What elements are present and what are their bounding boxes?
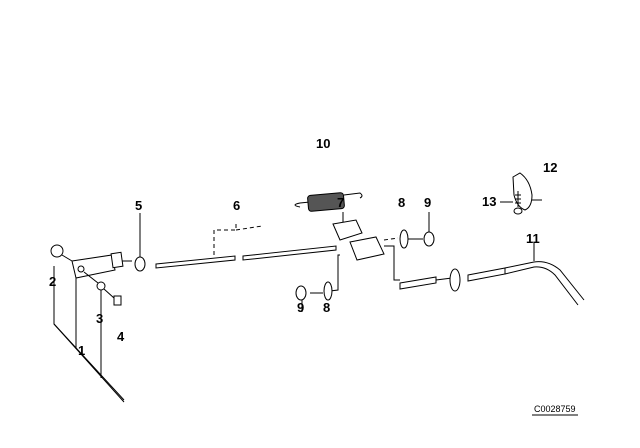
drawing-code: C0028759 xyxy=(534,404,576,414)
label-9-upper: 9 xyxy=(424,195,431,210)
label-6: 6 xyxy=(233,198,240,213)
label-11: 11 xyxy=(526,231,540,246)
part-7-adjuster[interactable] xyxy=(329,212,400,292)
label-3: 3 xyxy=(96,311,103,326)
part-6-rod[interactable] xyxy=(155,222,337,269)
part-12-bracket[interactable] xyxy=(512,172,542,211)
label-5: 5 xyxy=(135,198,142,213)
label-1: 1 xyxy=(78,343,85,358)
clevis-assembly[interactable] xyxy=(50,244,132,306)
part-13-screw[interactable] xyxy=(500,191,523,215)
label-13: 13 xyxy=(482,194,496,209)
label-7: 7 xyxy=(337,195,344,210)
label-9-lower: 9 xyxy=(297,300,304,315)
part-8-washer-upper[interactable] xyxy=(399,229,409,249)
part-5-nut[interactable] xyxy=(134,213,146,272)
label-8-upper: 8 xyxy=(398,195,405,210)
part-8-washer-lower[interactable] xyxy=(310,281,333,301)
part-9-clip-upper[interactable] xyxy=(408,212,435,247)
label-8-lower: 8 xyxy=(323,300,330,315)
label-10: 10 xyxy=(316,136,330,151)
part-10-spring[interactable] xyxy=(294,192,363,212)
label-2: 2 xyxy=(49,274,56,289)
label-12: 12 xyxy=(543,160,557,175)
part-11-cable[interactable] xyxy=(399,242,585,306)
part-9-clip-lower[interactable] xyxy=(295,285,307,312)
label-4: 4 xyxy=(117,329,125,344)
